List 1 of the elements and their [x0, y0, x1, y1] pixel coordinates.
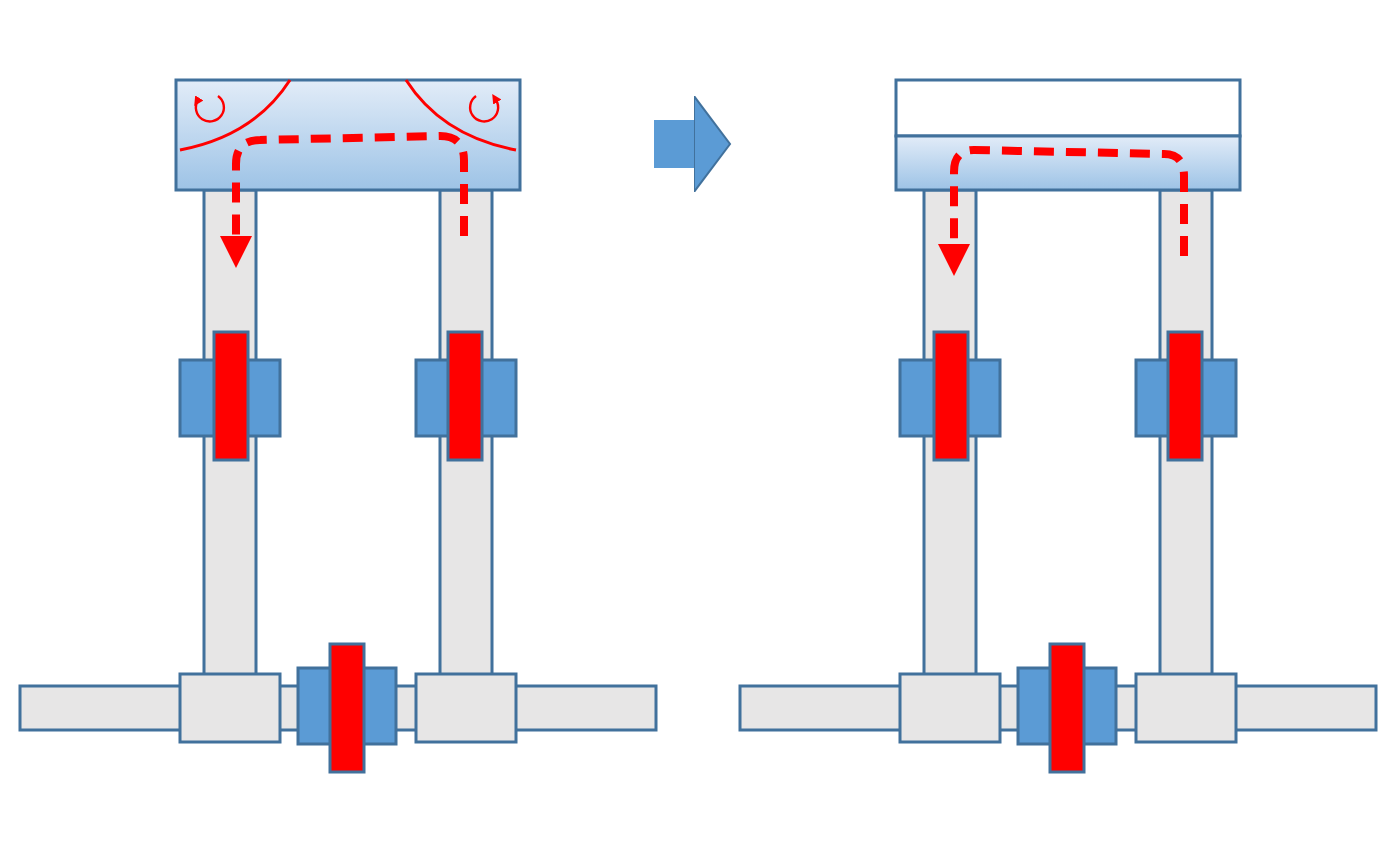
arrow	[654, 95, 731, 193]
